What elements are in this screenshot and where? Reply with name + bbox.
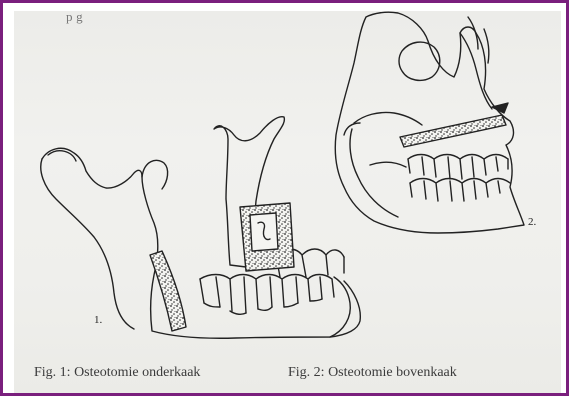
figure-1-caption: Fig. 1: Osteotomie onderkaak [34,365,200,381]
figure-1-number: 1. [94,314,103,326]
osteotomy-illustrations: 1. [14,11,561,393]
mandible-osteotomy-gap [150,251,186,331]
maxilla-osteotomy-strip [400,115,506,147]
scanned-page: p g [14,11,561,393]
figure-1-mandible-drawing [41,117,361,339]
figure-2-number: 2. [528,216,537,228]
mandible-outline [42,148,360,338]
figure-2-skull-drawing [335,12,524,233]
figure-2-caption: Fig. 2: Osteotomie bovenkaak [288,365,457,381]
